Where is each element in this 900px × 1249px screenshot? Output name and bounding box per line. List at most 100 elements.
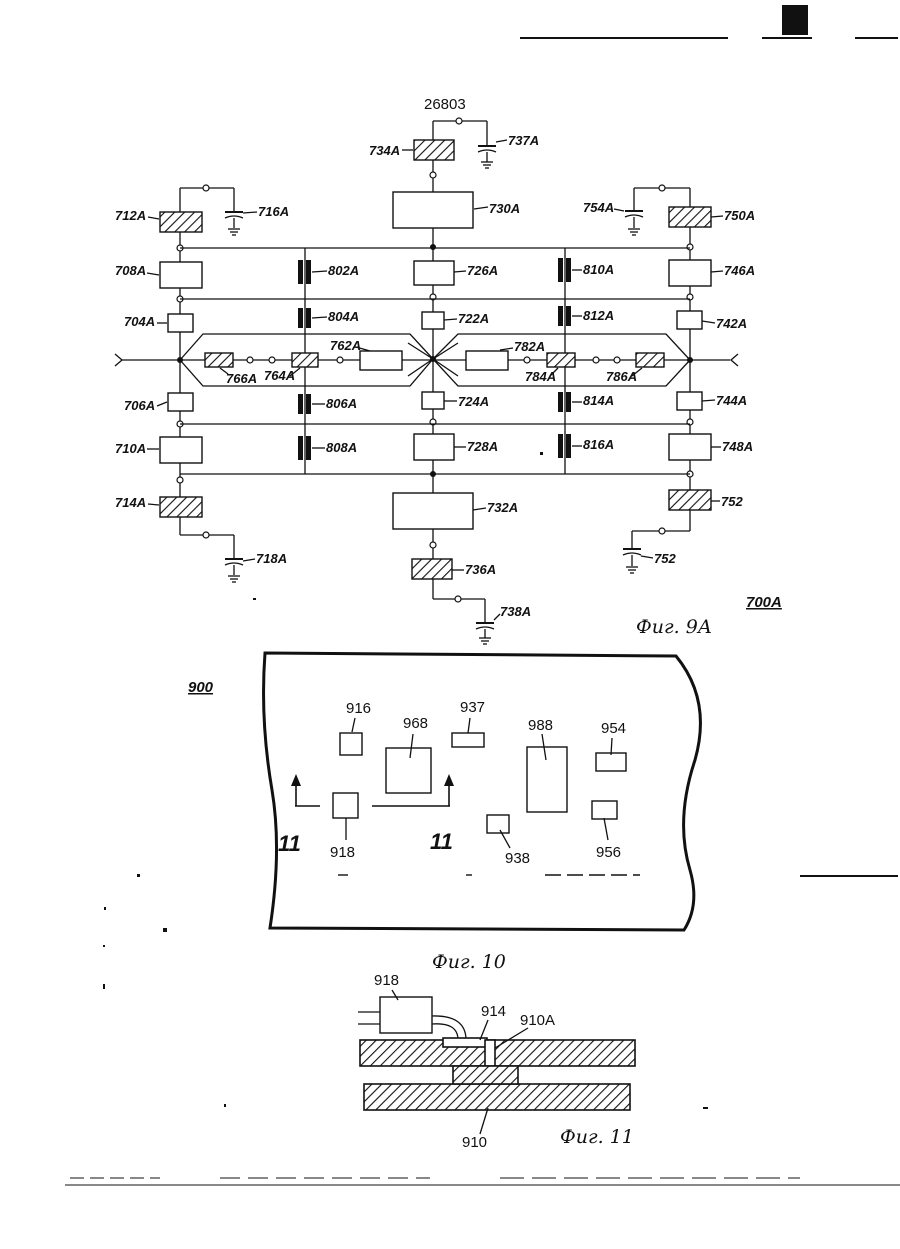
ref-label-c746: 746А (724, 263, 755, 278)
ref-label-c730: 730А (489, 201, 520, 216)
ref-label-c742: 742А (716, 316, 747, 331)
ref-label-c937: 937 (460, 699, 485, 716)
ref-label-c968: 968 (403, 715, 428, 732)
ref-label-c918: 918 (374, 972, 399, 989)
component-734a (414, 140, 454, 160)
component-937 (452, 733, 484, 747)
ref-label-c710: 710А (115, 441, 146, 456)
component-712a (160, 212, 202, 232)
ref-label-c752a: 752 (721, 494, 743, 509)
component-782a (466, 351, 508, 370)
ref-label-c750: 750А (724, 208, 755, 223)
component-704a (168, 314, 193, 332)
component-732a (393, 493, 473, 529)
ref-label-c737: 737А (508, 133, 539, 148)
ref-label-c708: 708А (115, 263, 146, 278)
ref-label-c736: 736А (465, 562, 496, 577)
component-918 (333, 793, 358, 818)
component-726a (414, 261, 454, 285)
component-714a (160, 497, 202, 517)
component-764a (292, 353, 318, 367)
component-918-side (380, 997, 432, 1033)
ref-label-c812: 812А (583, 308, 614, 323)
component-742a (677, 311, 702, 329)
ref-label-c786: 786А (606, 369, 637, 384)
component-786a (636, 353, 664, 367)
component-724a (422, 392, 444, 409)
ref-label-c918: 918 (330, 844, 355, 861)
ref-label-c802: 802А (328, 263, 359, 278)
ref-label-c766: 766А (226, 371, 257, 386)
component-956 (592, 801, 617, 819)
component-748a (669, 434, 711, 460)
ref-label-c716: 716А (258, 204, 289, 219)
ref-label-c808: 808А (326, 440, 357, 455)
ref-label-c734: 734А (369, 143, 400, 158)
component-728a (414, 434, 454, 460)
ref-label-c738: 738А (500, 604, 531, 619)
ref-label-c910: 910 (462, 1134, 487, 1151)
ref-label-c782: 782А (514, 339, 545, 354)
board-layer-lower (364, 1084, 630, 1110)
component-722a (422, 312, 444, 329)
component-710a (160, 437, 202, 463)
ref-label-c816: 816А (583, 437, 614, 452)
ref-label-c956: 956 (596, 844, 621, 861)
component-988 (527, 747, 567, 812)
ref-label-c706: 706А (124, 398, 155, 413)
ref-label-c752b: 752 (654, 551, 676, 566)
component-736a (412, 559, 452, 579)
ref-label-c810: 810А (583, 262, 614, 277)
figure-9a-caption: Фиг. 9А (636, 616, 712, 638)
component-750a (669, 207, 711, 227)
ref-label-c938: 938 (505, 850, 530, 867)
plug-910 (453, 1066, 518, 1084)
ref-label-c910a: 910А (520, 1012, 555, 1029)
ref-label-c722: 722А (458, 311, 489, 326)
component-762a (360, 351, 402, 370)
ref-label-c712: 712А (115, 208, 146, 223)
ref-label-c704: 704А (124, 314, 155, 329)
figure-9a-ref: 700А (746, 594, 782, 611)
component-916 (340, 733, 362, 755)
ref-label-c916: 916 (346, 700, 371, 717)
ref-label-c732: 732А (487, 500, 518, 515)
board-layer-upper (360, 1040, 635, 1066)
ref-label-c762: 762А (330, 338, 361, 353)
figure-10-board: 900 916 968 937 988 954 918 938 956 11 (188, 653, 700, 973)
ref-label-c954: 954 (601, 720, 626, 737)
via-910a (485, 1040, 495, 1066)
component-746a (669, 260, 711, 286)
figure-10-caption: Фиг. 10 (432, 951, 506, 973)
figure-10-ref: 900 (188, 679, 214, 696)
ref-label-c988: 988 (528, 717, 553, 734)
ref-label-c754: 754А (583, 200, 614, 215)
ref-label-c814: 814А (583, 393, 614, 408)
ref-label-c724: 724А (458, 394, 489, 409)
ref-label-c726: 726А (467, 263, 498, 278)
figure-11-cross-section: 918 914 910А 910 Фиг. 11 (358, 972, 635, 1151)
ref-label-c806: 806А (326, 396, 357, 411)
component-954 (596, 753, 626, 771)
component-766a (205, 353, 233, 367)
component-706a (168, 393, 193, 411)
component-784a (547, 353, 575, 367)
component-708a (160, 262, 202, 288)
section-mark-right: 11 (430, 829, 453, 854)
ref-label-c728: 728А (467, 439, 498, 454)
ref-label-c804: 804А (328, 309, 359, 324)
section-mark-left: 11 (278, 831, 301, 856)
top-node-label: 26803 (424, 96, 466, 113)
ref-label-c784: 784А (525, 369, 556, 384)
component-968 (386, 748, 431, 793)
component-938 (487, 815, 509, 833)
component-730a (393, 192, 473, 228)
ref-label-c714: 714А (115, 495, 146, 510)
component-752-top (669, 490, 711, 510)
ref-label-c744: 744А (716, 393, 747, 408)
ref-label-c748: 748А (722, 439, 753, 454)
ref-label-c718: 718А (256, 551, 287, 566)
figure-11-caption: Фиг. 11 (560, 1126, 634, 1148)
figure-9a-circuit: 26803 734А 737А 730А 726А 722А 724А (115, 96, 782, 644)
